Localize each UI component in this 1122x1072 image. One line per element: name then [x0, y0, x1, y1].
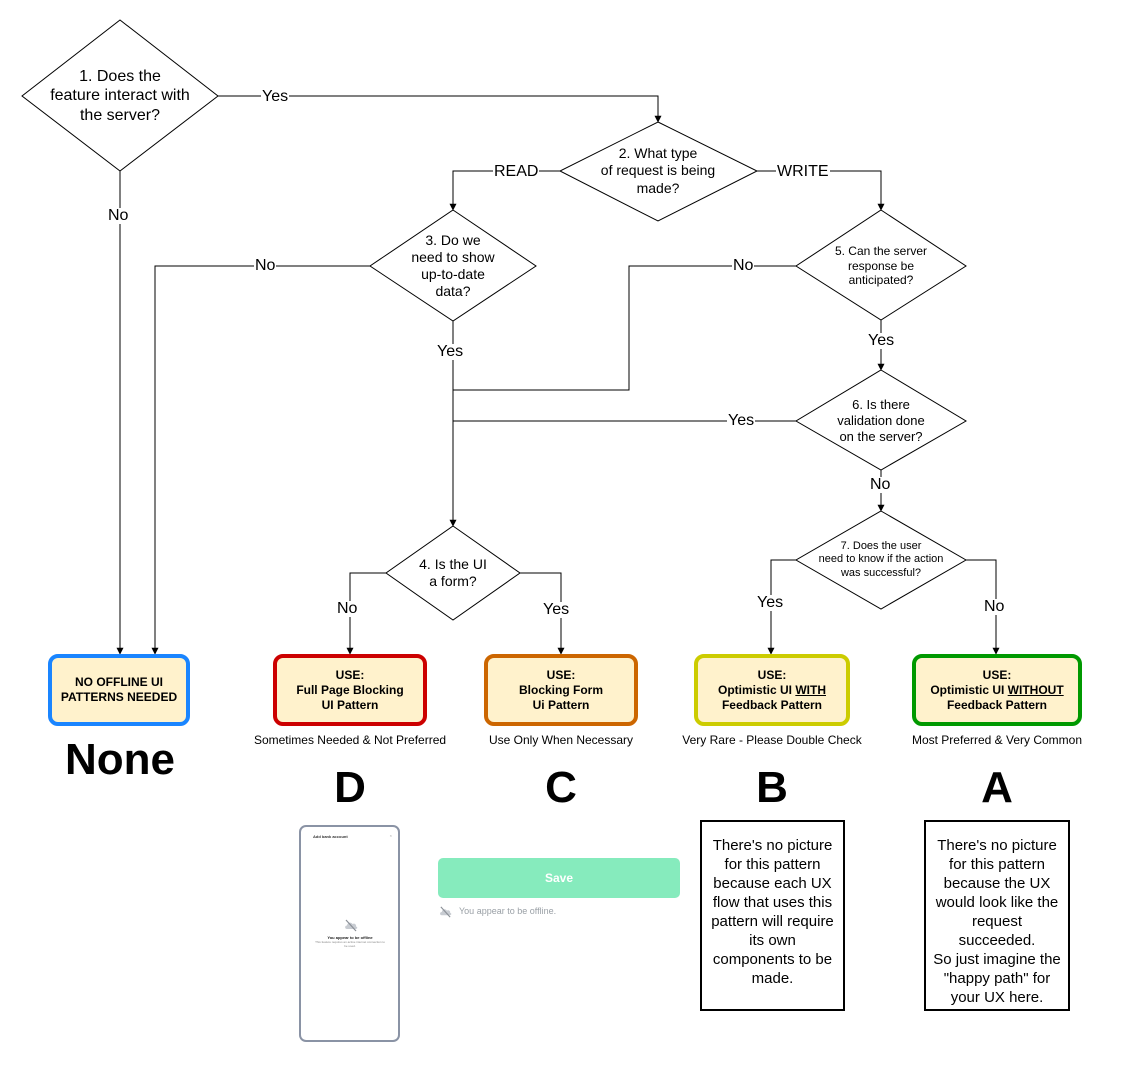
- grade-c: C: [545, 763, 577, 812]
- decision-q1-shape: [21, 19, 219, 172]
- outcome-none-box: NO OFFLINE UI PATTERNS NEEDED: [48, 654, 190, 726]
- save-button[interactable]: Save: [438, 858, 680, 898]
- label-q4-no: No: [336, 600, 359, 617]
- decision-q6-shape: [795, 369, 967, 471]
- outcome-c-box: USE: Blocking Form Ui Pattern: [484, 654, 638, 726]
- note-b: There's no picture for this pattern beca…: [700, 820, 845, 1011]
- label-q1-yes: Yes: [261, 88, 290, 105]
- cloud-off-icon: [440, 905, 452, 917]
- decision-q4-shape: [385, 525, 521, 621]
- outcome-d-box: USE: Full Page Blocking UI Pattern: [273, 654, 427, 726]
- label-q5-no: No: [732, 257, 755, 274]
- edge-q1-yes: [218, 95, 662, 123]
- outcome-a-line3: Feedback Pattern: [946, 697, 1048, 712]
- outcome-c-line2: Blocking Form: [518, 682, 603, 697]
- outcome-d-line2: Full Page Blocking: [296, 682, 404, 697]
- label-q7-yes: Yes: [756, 594, 785, 611]
- label-q3-no: No: [254, 257, 277, 274]
- decision-q1-text: 1. Does the feature interact with the se…: [50, 67, 190, 124]
- decision-q4-text: 4. Is the UI a form?: [419, 555, 487, 589]
- note-a: There's no picture for this pattern beca…: [924, 820, 1070, 1011]
- label-q2-write: WRITE: [776, 163, 830, 180]
- grade-none: None: [65, 735, 175, 784]
- label-q7-no: No: [983, 598, 1006, 615]
- label-q2-read: READ: [493, 163, 540, 180]
- decision-q6-text: 6. Is there validation done on the serve…: [837, 397, 925, 444]
- outcome-b-line1: USE:: [757, 667, 787, 682]
- form-offline-row: You appear to be offline.: [438, 904, 556, 918]
- grade-a: A: [981, 763, 1013, 812]
- decision-q5-shape: [795, 209, 967, 321]
- phone-offline-message: You appear to be offline: [327, 935, 373, 940]
- edge-q4-no: [346, 572, 386, 655]
- label-q6-no: No: [869, 476, 892, 493]
- label-q5-yes: Yes: [867, 332, 896, 349]
- outcome-a-line2-prefix: Optimistic UI: [930, 682, 1008, 697]
- outcome-d-line3: UI Pattern: [321, 697, 379, 712]
- grade-b: B: [756, 763, 788, 812]
- full-page-blocking-example: Add bank account × You appear to be offl…: [299, 825, 400, 1042]
- outcome-b-line2-prefix: Optimistic UI: [718, 682, 796, 697]
- outcome-a-line1: USE:: [982, 667, 1012, 682]
- decision-q7-shape: [794, 510, 968, 610]
- outcome-none-line1: NO OFFLINE UI: [74, 675, 163, 689]
- phone-offline-subtext: This feature requires an active internet…: [315, 940, 385, 948]
- caption-c: Use Only When Necessary: [488, 733, 634, 747]
- decision-q7-text: 7. Does the user need to know if the act…: [818, 539, 944, 579]
- outcome-c-line3: Ui Pattern: [532, 697, 590, 712]
- caption-d: Sometimes Needed & Not Preferred: [253, 733, 447, 747]
- edge-q7-yes: [767, 559, 796, 655]
- outcome-d-line1: USE:: [335, 667, 365, 682]
- outcome-b-line2: Optimistic UI WITH: [718, 683, 826, 698]
- label-q4-yes: Yes: [542, 601, 571, 618]
- label-q1-no: No: [107, 207, 130, 224]
- label-q6-yes: Yes: [727, 412, 756, 429]
- edge-q3-no: [151, 265, 370, 655]
- edge-q5-no: [453, 265, 796, 391]
- caption-b: Very Rare - Please Double Check: [682, 733, 862, 747]
- cloud-off-icon: [345, 919, 358, 932]
- outcome-none-line2: PATTERNS NEEDED: [60, 690, 178, 704]
- caption-a: Most Preferred & Very Common: [911, 733, 1083, 747]
- decision-q2-shape: [558, 121, 759, 222]
- outcome-c-line1: USE:: [546, 667, 576, 682]
- decision-q2-text: 2. What type of request is being made?: [600, 145, 716, 196]
- grade-d: D: [334, 763, 366, 812]
- label-q3-yes: Yes: [436, 343, 465, 360]
- form-offline-text: You appear to be offline.: [459, 906, 557, 916]
- outcome-b-box: USE: Optimistic UI WITH Feedback Pattern: [694, 654, 850, 726]
- decision-q5-text: 5. Can the server response be anticipate…: [834, 244, 928, 288]
- phone-title: Add bank account: [313, 834, 348, 839]
- outcome-a-line2: Optimistic UI WITHOUT: [930, 683, 1063, 698]
- edge-q4-yes: [520, 572, 565, 655]
- edge-q7-no: [966, 559, 1000, 655]
- decision-q3-text: 3. Do we need to show up-to-date data?: [411, 231, 495, 300]
- decision-q3-shape: [369, 209, 537, 322]
- outcome-a-box: USE: Optimistic UI WITHOUT Feedback Patt…: [912, 654, 1082, 726]
- outcome-b-line3: Feedback Pattern: [721, 697, 823, 712]
- outcome-a-line2-emphasis: WITHOUT: [1007, 682, 1064, 697]
- outcome-b-line2-emphasis: WITH: [795, 682, 826, 697]
- close-icon: ×: [389, 833, 392, 838]
